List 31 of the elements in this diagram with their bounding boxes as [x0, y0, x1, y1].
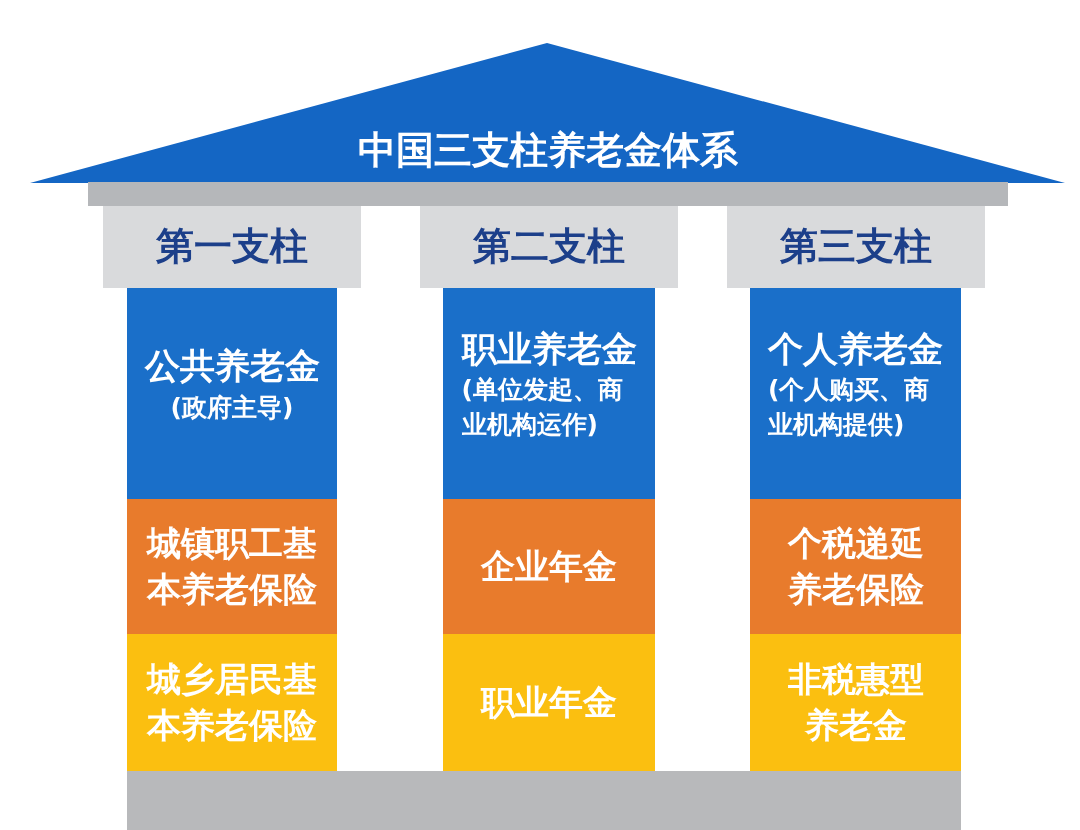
- block-label: 城乡居民基本养老保险: [145, 657, 318, 747]
- pillar-block: [443, 288, 655, 499]
- pillar-block: [443, 634, 655, 771]
- pillar-title: 第一支柱: [156, 224, 308, 270]
- block-note: (政府主导): [170, 391, 294, 424]
- pillar-block: [127, 288, 337, 499]
- block-title: 职业养老金: [461, 327, 637, 371]
- block-title: 个人养老金: [768, 327, 943, 371]
- pillar-block: [750, 634, 961, 771]
- block-label: 非税惠型养老金: [786, 657, 925, 747]
- block-title: 公共养老金: [144, 345, 320, 389]
- base-slab: [127, 771, 961, 830]
- block-label: 个税递延养老保险: [786, 521, 925, 611]
- block-label: 职业年金: [481, 680, 617, 724]
- pillar-block: [750, 288, 961, 499]
- pillar-block: [127, 634, 337, 771]
- roof-shape: [30, 43, 1065, 183]
- pillar-cap: [420, 206, 678, 288]
- pillar-title: 第三支柱: [780, 224, 932, 270]
- block-label: 城镇职工基本养老保险: [145, 521, 318, 611]
- pillar-cap: [727, 206, 985, 288]
- roof-beam: [88, 182, 1008, 206]
- pillar-title: 第二支柱: [473, 224, 625, 270]
- pillar-block: [750, 499, 961, 634]
- roof-title: 中国三支柱养老金体系: [357, 128, 738, 174]
- block-label: 企业年金: [481, 544, 617, 588]
- pillar-cap: [103, 206, 361, 288]
- pillar-block: [443, 499, 655, 634]
- block-note: (个人购买、商业机构提供): [768, 374, 931, 442]
- pillar-block: [127, 499, 337, 634]
- block-note: (单位发起、商业机构运作): [461, 374, 624, 442]
